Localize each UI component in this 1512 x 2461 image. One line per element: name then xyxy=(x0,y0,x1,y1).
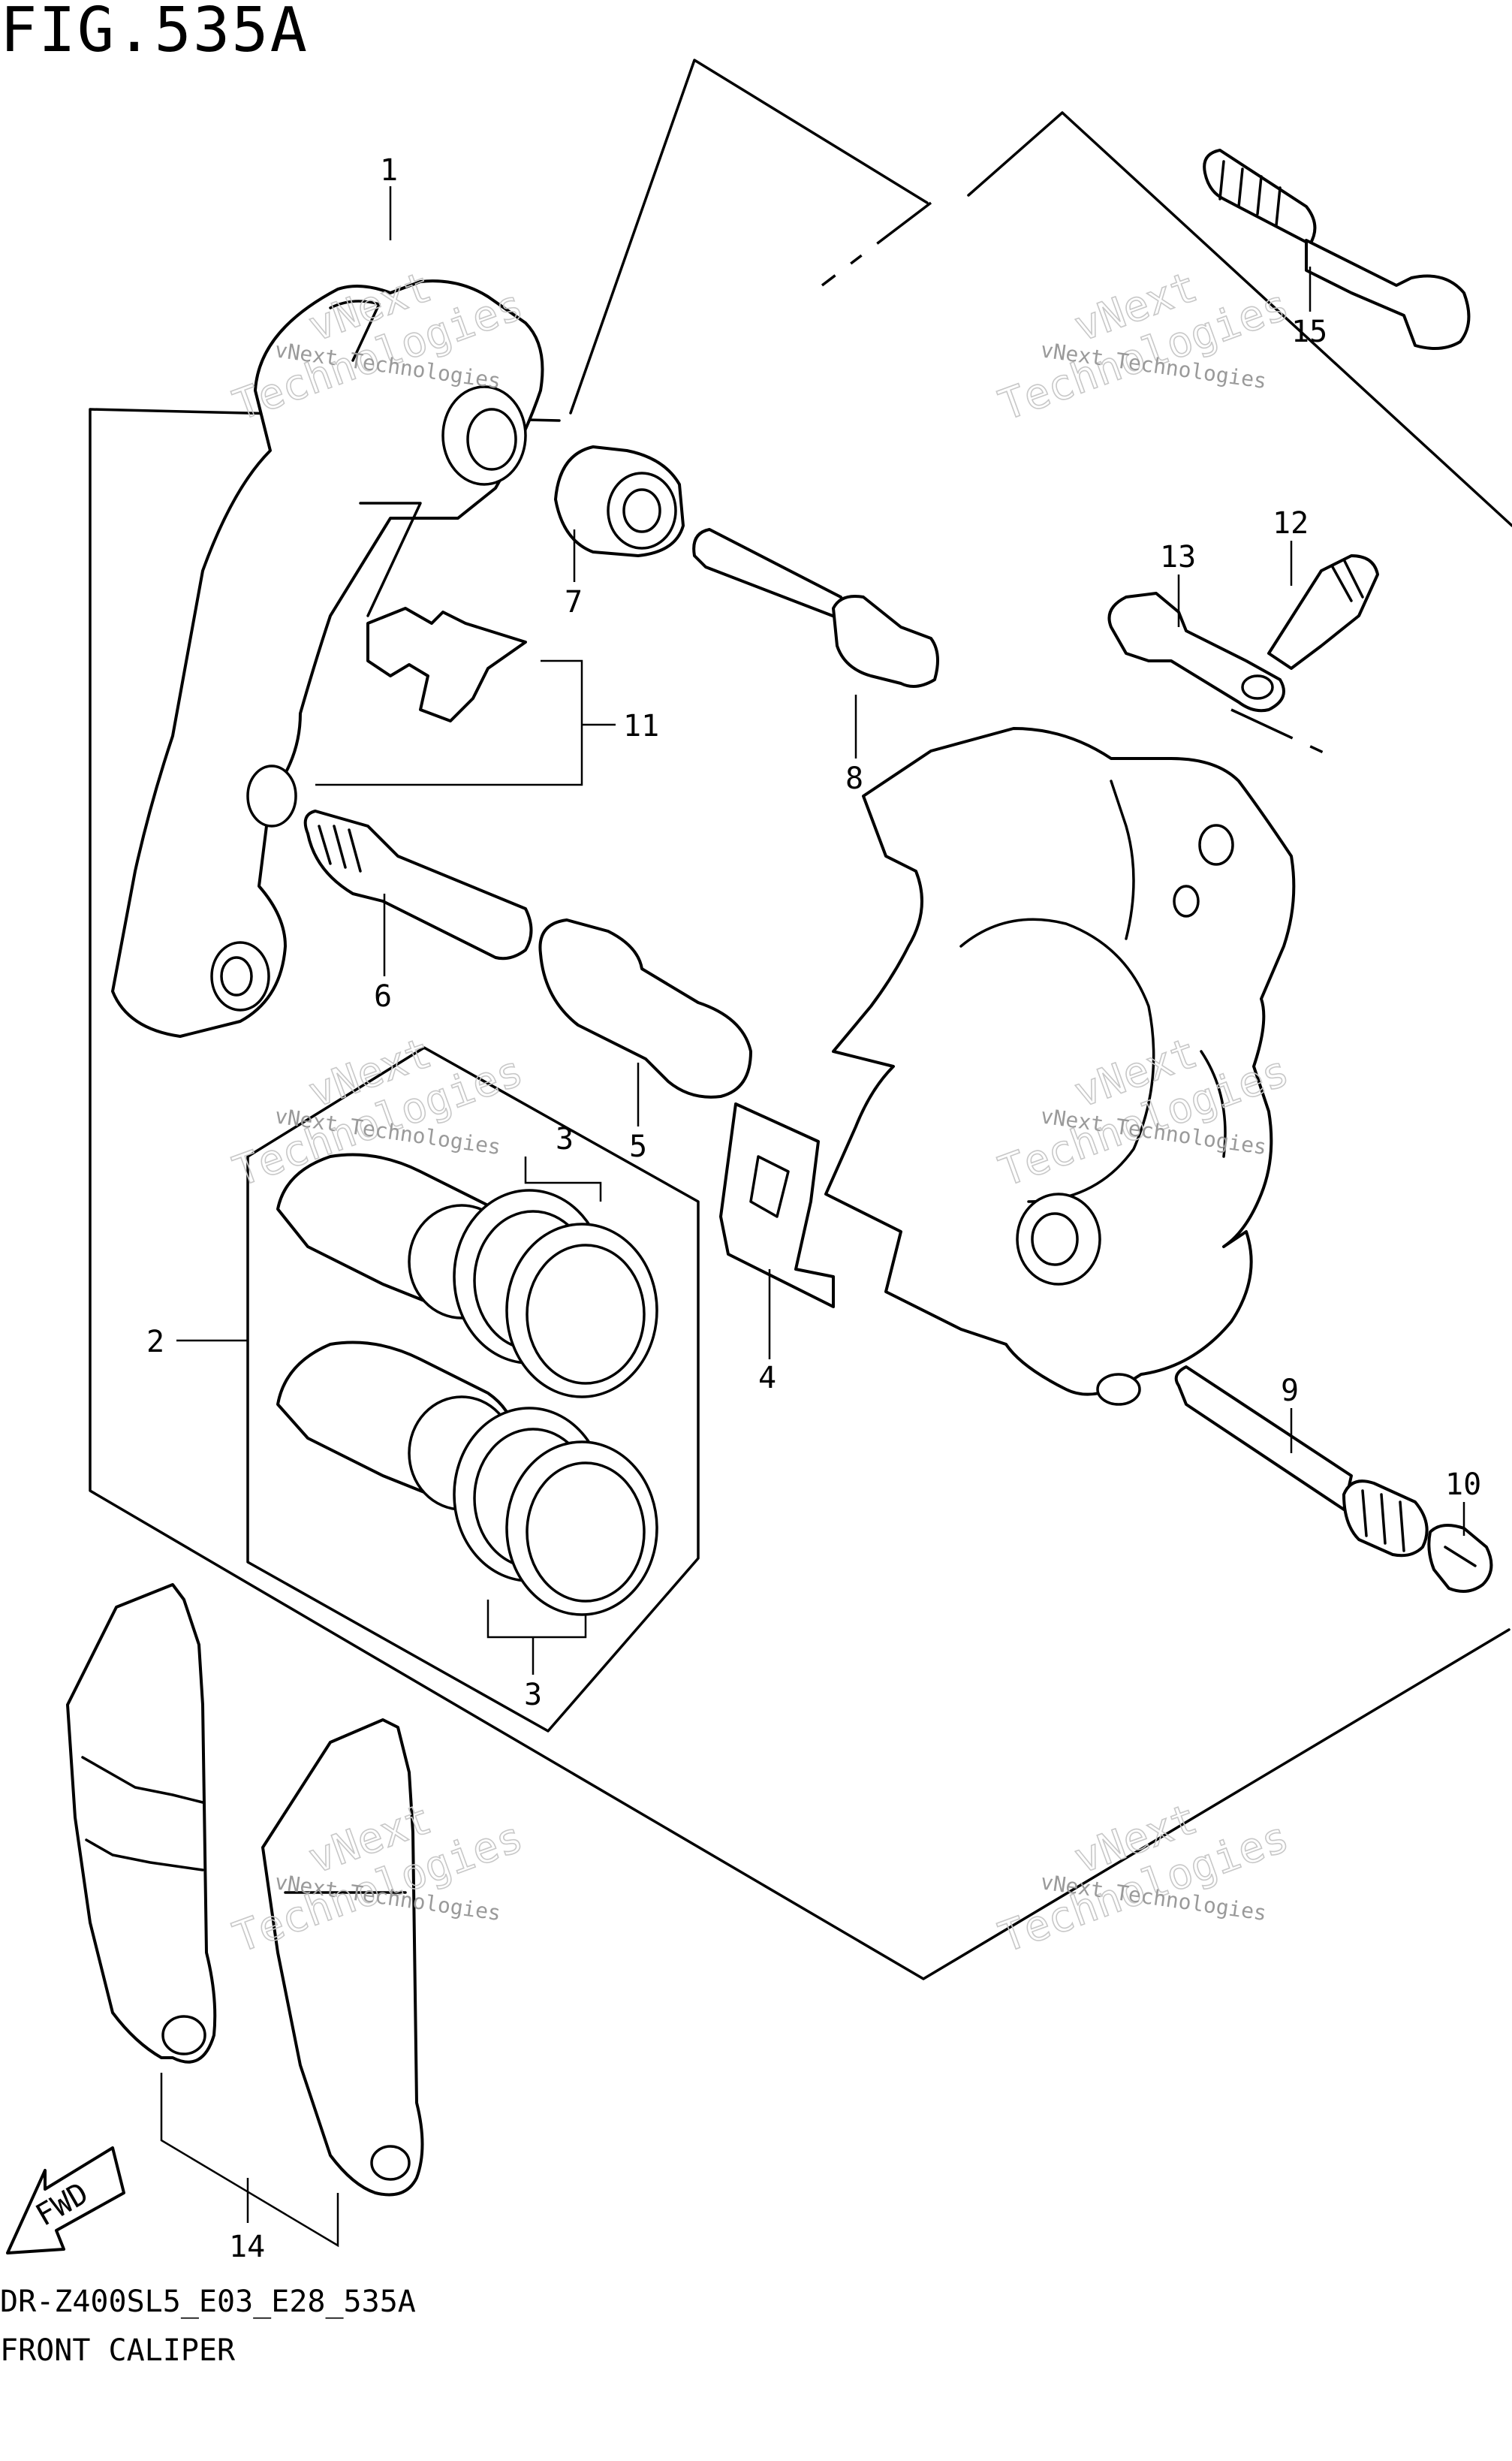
figure-title: FIG.535A xyxy=(0,0,309,66)
callout-3-upper: 3 xyxy=(556,1122,574,1157)
callout-13: 13 xyxy=(1160,540,1196,575)
pad-retainer xyxy=(366,607,527,722)
pad-pin xyxy=(1174,1365,1429,1558)
callout-7: 7 xyxy=(565,585,583,620)
bleeder-cap xyxy=(1107,592,1337,760)
caliper-bracket xyxy=(111,279,544,1038)
slide-pin-upper xyxy=(692,528,939,688)
callout-8: 8 xyxy=(845,762,863,796)
callout-5: 5 xyxy=(629,1129,647,1164)
sleeve xyxy=(538,918,752,1099)
callout-10: 10 xyxy=(1445,1467,1481,1502)
callout-2: 2 xyxy=(146,1325,164,1359)
brake-pad-inner xyxy=(261,1718,424,2197)
callout-9: 9 xyxy=(1281,1374,1299,1408)
piston-kit-box xyxy=(246,1046,700,1733)
slide-pin-lower xyxy=(303,810,533,961)
assembly-boundary xyxy=(89,59,1512,1980)
leader-lines xyxy=(160,186,1465,2248)
brake-pad-outer xyxy=(66,1583,217,2064)
dust-boot xyxy=(554,445,685,557)
forward-arrow-icon: FWD xyxy=(6,2146,125,2254)
callout-12: 12 xyxy=(1273,506,1309,541)
callout-3-lower: 3 xyxy=(524,1678,542,1712)
callout-6: 6 xyxy=(374,979,392,1014)
seal-set-upper xyxy=(453,1189,658,1398)
pad-spring xyxy=(719,1102,835,1308)
model-code: DR-Z400SL5_E03_E28_535A xyxy=(0,2285,416,2319)
callout-14: 14 xyxy=(229,2230,265,2264)
callout-1: 1 xyxy=(380,153,398,188)
caliper-body xyxy=(824,727,1296,1406)
callout-labels: 1 2 3 3 4 5 6 7 8 9 10 11 12 13 14 15 xyxy=(146,153,1481,2264)
pin-plug xyxy=(1427,1524,1493,1593)
seal-set-lower xyxy=(453,1407,658,1616)
mounting-bolt xyxy=(1203,149,1471,350)
callout-15: 15 xyxy=(1291,315,1327,349)
watermark-bottom-right: vNext Technologies vNext Technologies xyxy=(992,1794,1296,1963)
figure-caption: FRONT CALIPER xyxy=(0,2333,236,2368)
callout-11: 11 xyxy=(623,709,659,743)
bleeder-valve xyxy=(1267,554,1379,670)
callout-4: 4 xyxy=(758,1361,776,1395)
watermark-top-right: vNext Technologies vNext Technologies xyxy=(992,262,1296,431)
